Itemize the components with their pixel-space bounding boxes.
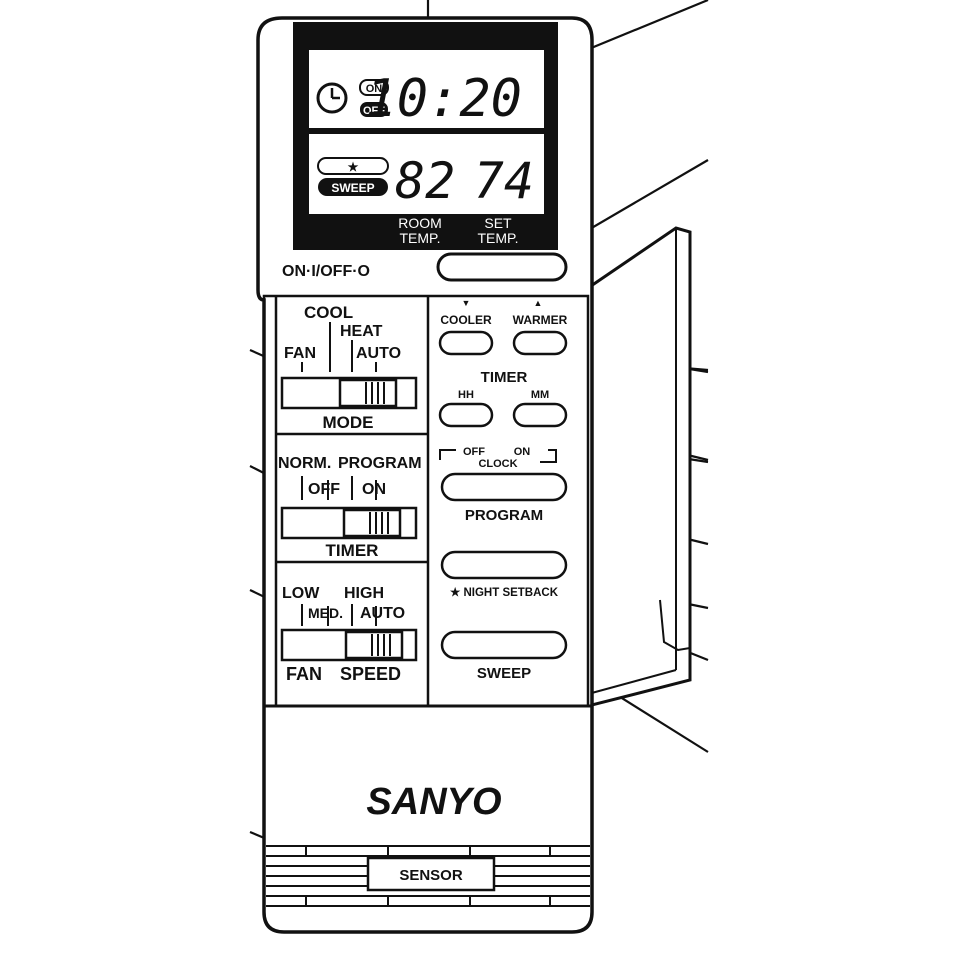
control-panel-frame: [262, 294, 590, 708]
timer-on-indicator: [359, 79, 389, 96]
cooler-button[interactable]: [438, 330, 494, 356]
room-temp-label: ROOM: [398, 215, 442, 231]
timer-switch-group: NORM. PROGRAM OFF ON TIMER: [278, 455, 422, 560]
star-icon: ★: [348, 160, 359, 174]
fan-option-auto: AUTO: [360, 605, 405, 622]
cycle-arrow-right-icon: [540, 449, 557, 463]
sweep-label: SWEEP: [477, 665, 531, 682]
timer-option-on: ON: [362, 481, 386, 498]
hour-button[interactable]: [438, 402, 494, 428]
set-temp-label-2: TEMP.: [478, 230, 519, 246]
cycle-arrow-left-icon: [439, 449, 456, 460]
sensor-window: [366, 856, 496, 892]
timer-option-norm: NORM.: [278, 455, 331, 472]
power-button[interactable]: [436, 252, 568, 282]
up-arrow-icon: ▲: [534, 298, 543, 308]
brand-logo: SANYO: [366, 781, 501, 823]
mode-slider-knob[interactable]: [338, 378, 398, 408]
timer-option-off: OFF: [308, 481, 340, 498]
sweep-indicator-text: SWEEP: [331, 181, 374, 195]
flip-door[interactable]: [586, 226, 692, 708]
timer-buttons-title: TIMER: [481, 369, 528, 386]
mode-switch-group: COOL HEAT FAN AUTO MODE: [280, 303, 418, 432]
sensor-label: SENSOR: [399, 867, 463, 884]
timer-switch-label: TIMER: [326, 541, 379, 560]
sweep-indicator: [318, 178, 388, 196]
cooler-label: COOLER: [440, 313, 492, 327]
mode-option-heat: HEAT: [340, 323, 383, 340]
fan-speed-switch-group: LOW HIGH MED. AUTO FAN SPEED: [280, 585, 418, 684]
minute-button[interactable]: [512, 402, 568, 428]
power-label: ON·I/OFF·O: [282, 263, 370, 280]
room-temp-label-2: TEMP.: [400, 230, 441, 246]
clock-time-readout: 10:20: [365, 69, 522, 129]
fan-option-med: MED.: [308, 605, 343, 621]
program-label: PROGRAM: [465, 507, 543, 524]
mode-switch-label: MODE: [323, 413, 374, 432]
mm-label: MM: [531, 389, 549, 401]
button-column: ▼ ▲ COOLER WARMER TIMER HH MM OFF ON CLO…: [438, 298, 568, 682]
fan-speed-label-2: SPEED: [340, 664, 401, 684]
mode-option-auto: AUTO: [356, 345, 401, 362]
lcd-display: ON OFF 10:20 ★ SWEEP 82 74 ROOM TEMP. SE…: [293, 22, 558, 250]
program-clock-label: CLOCK: [478, 458, 517, 470]
set-temp-label: SET: [484, 215, 512, 231]
warmer-button[interactable]: [512, 330, 568, 356]
timer-slider-knob[interactable]: [342, 508, 402, 538]
star-indicator: [317, 157, 389, 175]
fan-slider-knob[interactable]: [344, 630, 404, 660]
down-arrow-icon: ▼: [462, 298, 471, 308]
program-button[interactable]: [440, 472, 568, 502]
program-off-label: OFF: [463, 446, 485, 458]
sweep-button[interactable]: [440, 630, 568, 660]
mode-option-fan: FAN: [284, 345, 316, 362]
night-setback-button[interactable]: [440, 550, 568, 580]
room-temp-readout: 82: [395, 152, 455, 210]
night-setback-label: ★ NIGHT SETBACK: [450, 586, 559, 599]
sensor-grille: [266, 845, 590, 907]
set-temp-readout: 74: [474, 152, 534, 210]
hh-label: HH: [458, 389, 474, 401]
fan-option-high: HIGH: [344, 585, 384, 602]
timer-off-indicator: [360, 102, 388, 117]
warmer-label: WARMER: [513, 313, 568, 327]
clock-icon: [316, 82, 348, 114]
timer-off-text: OFF: [363, 105, 385, 117]
timer-on-text: ON: [366, 83, 383, 95]
mode-option-cool: COOL: [304, 303, 353, 322]
program-on-label: ON: [514, 446, 531, 458]
timer-option-program: PROGRAM: [338, 455, 422, 472]
fan-option-low: LOW: [282, 585, 320, 602]
fan-speed-label: FAN: [286, 664, 322, 684]
